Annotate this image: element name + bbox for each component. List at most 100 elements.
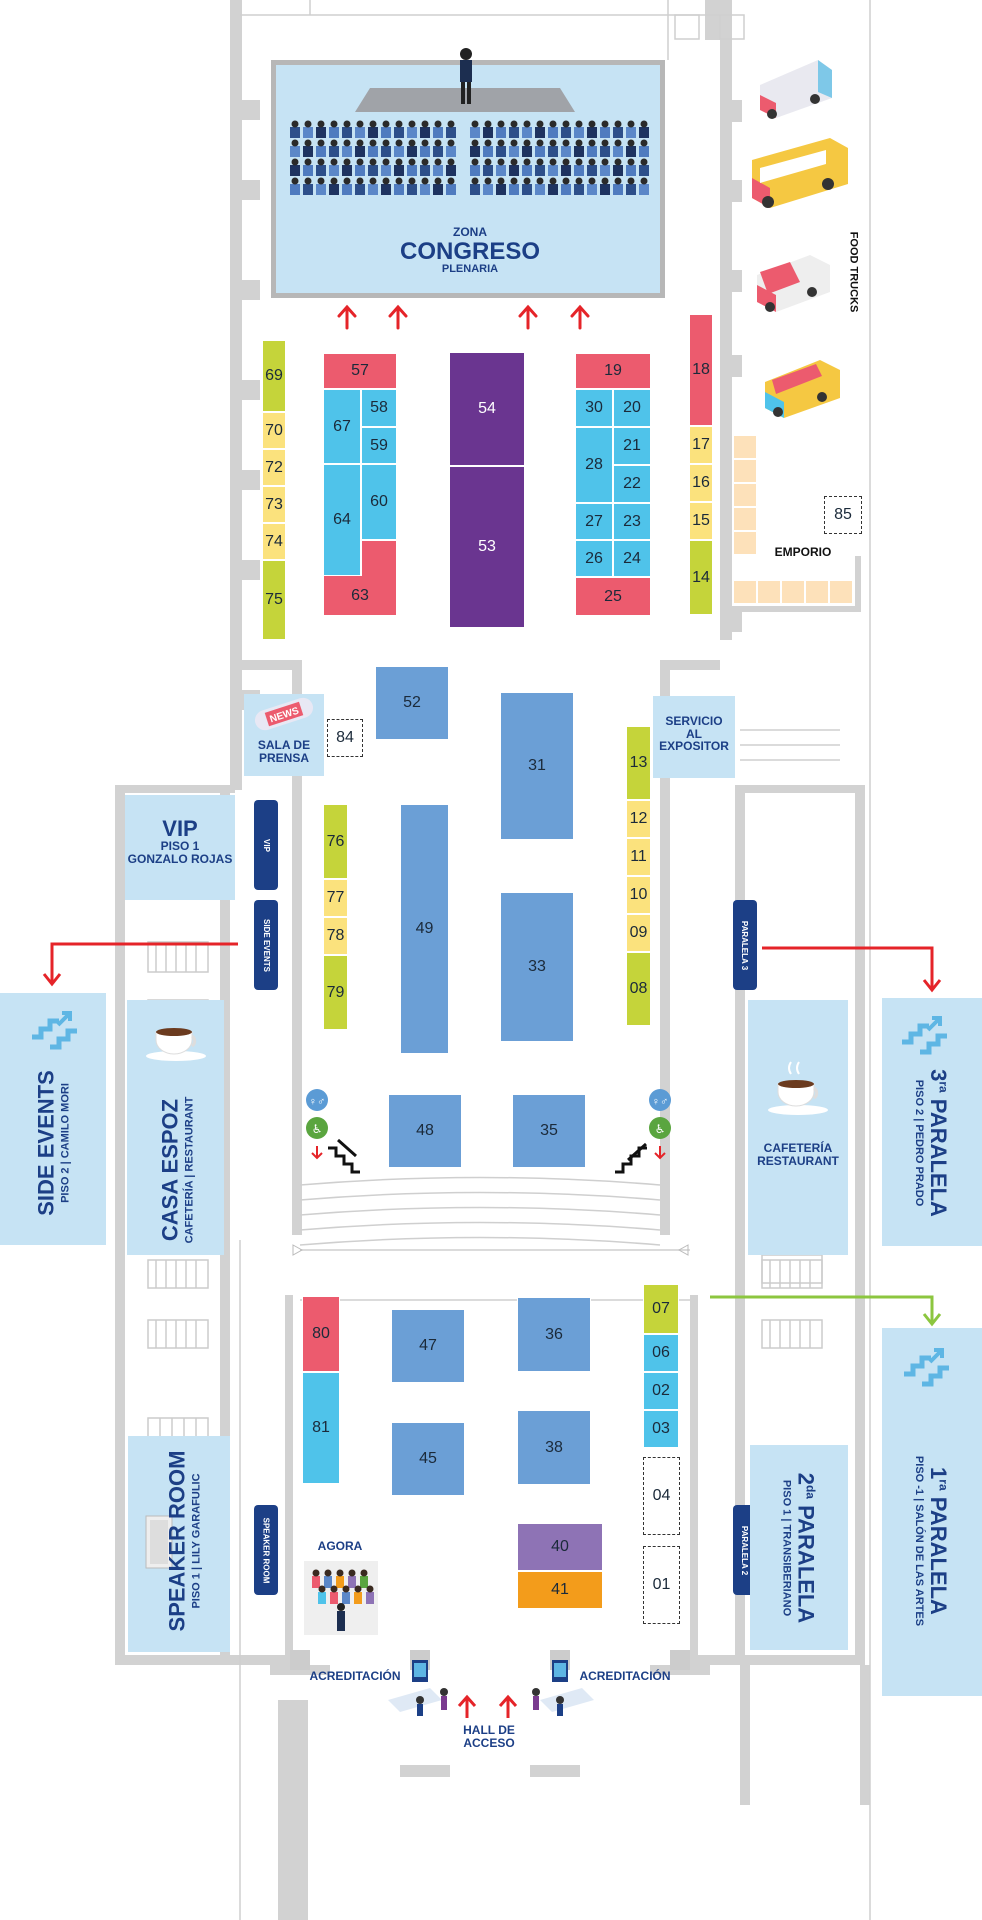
- stand-38[interactable]: 38: [517, 1410, 591, 1485]
- stand-12[interactable]: 12: [626, 800, 651, 838]
- stand-09[interactable]: 09: [626, 914, 651, 952]
- stand-53[interactable]: 53: [449, 466, 525, 628]
- stand-85[interactable]: 85: [824, 496, 862, 534]
- stairs-up-icon: [904, 1348, 949, 1387]
- stand-27[interactable]: 27: [575, 503, 613, 540]
- vip-floor: PISO 1: [160, 839, 200, 854]
- stand-17[interactable]: 17: [689, 426, 713, 464]
- paralela-3-num: 3: [926, 1069, 951, 1082]
- stand-47[interactable]: 47: [391, 1309, 465, 1383]
- stand-75[interactable]: 75: [262, 560, 286, 640]
- stand-77[interactable]: 77: [323, 879, 348, 917]
- stand-52[interactable]: 52: [375, 666, 449, 740]
- stand-36[interactable]: 36: [517, 1297, 591, 1372]
- food-trucks-text: FOOD TRUCKS: [847, 231, 860, 313]
- stand-28[interactable]: 28: [575, 427, 613, 503]
- stand-10[interactable]: 10: [626, 876, 651, 914]
- servicio-al-expositor-room[interactable]: SERVICIO AL EXPOSITOR: [653, 696, 735, 778]
- stand-01[interactable]: 01: [643, 1546, 680, 1624]
- stand-45[interactable]: 45: [391, 1422, 465, 1496]
- paralela-3-card[interactable]: 3ra PARALELA PISO 2 | PEDRO PRADO: [882, 998, 982, 1246]
- stand-81[interactable]: 81: [302, 1372, 340, 1484]
- stand-18[interactable]: 18: [689, 314, 713, 426]
- paralela-2-sup: da: [803, 1484, 818, 1499]
- stand-30[interactable]: 30: [575, 389, 613, 427]
- paralela-3-title: 3ra PARALELA: [925, 1069, 951, 1217]
- stand-33[interactable]: 33: [500, 892, 574, 1042]
- stand-13[interactable]: 13: [626, 726, 651, 800]
- vip-sign: VIP: [254, 800, 278, 890]
- stand-69[interactable]: 69: [262, 340, 286, 412]
- stand-25[interactable]: 25: [575, 577, 651, 616]
- stand-15[interactable]: 15: [689, 502, 713, 540]
- stand-60[interactable]: 60: [361, 464, 397, 540]
- stand-78[interactable]: 78: [323, 917, 348, 955]
- stand-11[interactable]: 11: [626, 838, 651, 876]
- stand-20[interactable]: 20: [613, 389, 651, 427]
- stand-21[interactable]: 21: [613, 427, 651, 465]
- paralela-1-title: 1ra PARALELA: [925, 1456, 951, 1626]
- stand-14[interactable]: 14: [689, 540, 713, 615]
- stand-57[interactable]: 57: [323, 353, 397, 389]
- cafeteria-restaurant-room[interactable]: CAFETERÍA RESTAURANT: [748, 1000, 848, 1255]
- agora-area[interactable]: [304, 1561, 378, 1635]
- stand-41[interactable]: 41: [517, 1571, 603, 1609]
- stand-84[interactable]: 84: [327, 719, 363, 757]
- stand-74[interactable]: 74: [262, 523, 286, 560]
- side-events-sign: SIDE EVENTS: [254, 900, 278, 990]
- paralela-1-location: PISO -1 | SALÓN DE LAS ARTES: [912, 1455, 925, 1627]
- stand-07[interactable]: 07: [643, 1284, 679, 1334]
- stand-64[interactable]: 64: [323, 464, 361, 576]
- stand-40[interactable]: 40: [517, 1523, 603, 1571]
- stand-59[interactable]: 59: [361, 427, 397, 464]
- sala-de-prensa-room[interactable]: NEWS SALA DE PRENSA: [244, 694, 324, 776]
- stand-16[interactable]: 16: [689, 464, 713, 502]
- speaker-room[interactable]: SPEAKER ROOM PISO 1 | LILY GARAFULIC: [128, 1436, 230, 1652]
- casa-espoz-room[interactable]: CASA ESPOZ CAFETERÍA | RESTAURANT: [127, 1000, 224, 1255]
- paralela-2-label: 2da PARALELA PISO 1 | TRANSIBERIANO: [694, 1473, 904, 1624]
- stand-06[interactable]: 06: [643, 1334, 679, 1372]
- congreso-label: ZONA CONGRESO PLENARIA: [380, 226, 560, 275]
- stand-72[interactable]: 72: [262, 449, 286, 486]
- stand-80[interactable]: 80: [302, 1296, 340, 1372]
- stand-23[interactable]: 23: [613, 503, 651, 540]
- stand-04[interactable]: 04: [643, 1457, 680, 1535]
- crowd-icon: [312, 1569, 374, 1631]
- hall-line2: ACCESO: [463, 1735, 515, 1750]
- stand-70[interactable]: 70: [262, 412, 286, 449]
- stand-58[interactable]: 58: [361, 389, 397, 427]
- stand-49[interactable]: 49: [400, 804, 449, 1054]
- paralela-3-sup: ra: [936, 1081, 951, 1093]
- cafeteria-line1: CAFETERÍA: [763, 1141, 833, 1155]
- stand-63[interactable]: 63: [323, 576, 397, 616]
- vip-label: VIP PISO 1 GONZALO ROJAS: [125, 817, 235, 865]
- stand-08[interactable]: 08: [626, 952, 651, 1026]
- paralela-3-sign-text: PARALELA 3: [740, 920, 750, 970]
- stand-31[interactable]: 31: [500, 692, 574, 840]
- paralela-1-card[interactable]: 1ra PARALELA PISO -1 | SALÓN DE LAS ARTE…: [882, 1328, 982, 1696]
- stand-48[interactable]: 48: [388, 1094, 462, 1168]
- side-events-card[interactable]: SIDE EVENTS PISO 2 | CAMILO MORI: [0, 993, 106, 1245]
- stand-02[interactable]: 02: [643, 1372, 679, 1410]
- stand-35[interactable]: 35: [512, 1094, 586, 1168]
- stand-22[interactable]: 22: [613, 465, 651, 503]
- sala-prensa-line2: PRENSA: [258, 750, 309, 765]
- stairs-up-icon: [902, 1016, 947, 1055]
- stand-03[interactable]: 03: [643, 1410, 679, 1448]
- stand-19[interactable]: 19: [575, 353, 651, 389]
- coffee-cup-icon: [768, 1061, 828, 1115]
- podium-icon: [145, 1515, 173, 1569]
- vip-room[interactable]: VIP PISO 1 GONZALO ROJAS: [125, 795, 235, 900]
- stand-63-upper[interactable]: [361, 540, 397, 578]
- stand-79[interactable]: 79: [323, 955, 348, 1030]
- stand-54[interactable]: 54: [449, 352, 525, 466]
- paralela-2-room[interactable]: 2da PARALELA PISO 1 | TRANSIBERIANO: [750, 1445, 848, 1650]
- stand-67[interactable]: 67: [323, 389, 361, 464]
- stand-76[interactable]: 76: [323, 804, 348, 879]
- side-events-sign-text: SIDE EVENTS: [261, 918, 271, 972]
- stand-24[interactable]: 24: [613, 540, 651, 577]
- stand-73[interactable]: 73: [262, 486, 286, 523]
- stand-26[interactable]: 26: [575, 540, 613, 577]
- cafeteria-line2: RESTAURANT: [757, 1153, 839, 1168]
